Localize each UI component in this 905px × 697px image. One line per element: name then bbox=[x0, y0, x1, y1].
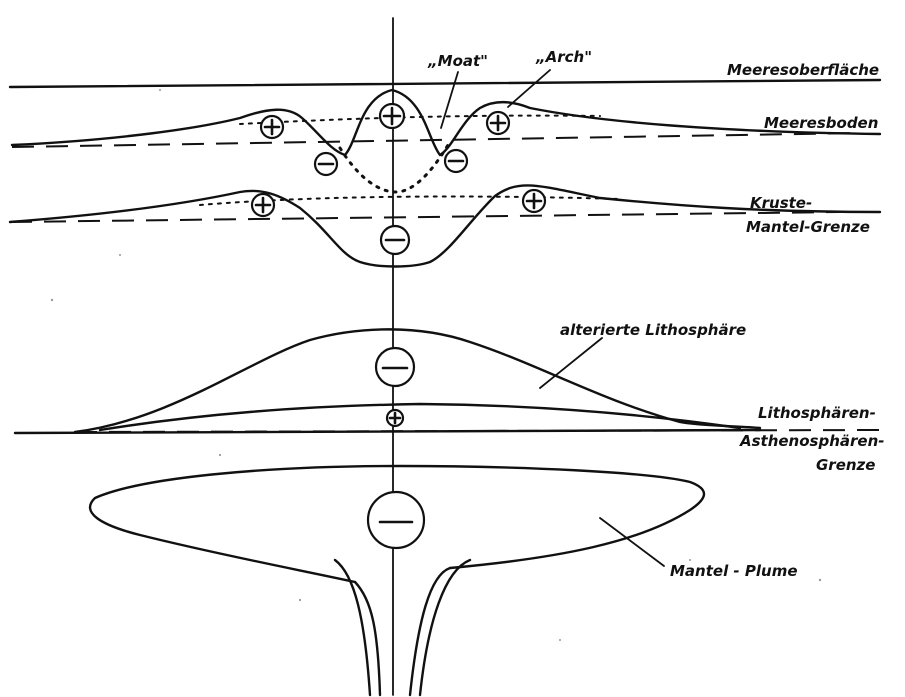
plus-symbol-arch-right bbox=[485, 110, 511, 136]
minus-symbol-moat-left bbox=[313, 151, 339, 177]
sea-floor-label: Meeresboden bbox=[764, 114, 878, 132]
plus-symbol-arch-left bbox=[259, 114, 285, 140]
sea-floor-line bbox=[10, 88, 882, 157]
crust-mantle-label-1: Kruste- bbox=[750, 194, 812, 212]
minus-symbol-lithosphere bbox=[374, 346, 416, 388]
lith-asth-label-3: Grenze bbox=[816, 456, 875, 474]
minus-symbol-plume bbox=[366, 490, 426, 550]
altered-lithosphere-label: alterierte Lithosphäre bbox=[560, 321, 746, 339]
crust-mantle-label-2: Mantel-Grenze bbox=[746, 218, 870, 236]
moat-leader bbox=[440, 71, 459, 129]
plume-stem-right-inner bbox=[408, 566, 452, 697]
sea-floor-dotted bbox=[239, 114, 601, 125]
mantle-plume-outline bbox=[88, 464, 706, 584]
lith-asth-label-2: Asthenosphären- bbox=[739, 432, 885, 450]
moat-label: „Moat" bbox=[427, 52, 488, 70]
altered-lithosphere-leader bbox=[539, 337, 603, 389]
altered-lithosphere-outline bbox=[73, 328, 762, 434]
minus-symbol-crust bbox=[379, 224, 411, 256]
lithosphere-inner-line bbox=[98, 402, 742, 432]
plus-symbol-load bbox=[378, 102, 406, 130]
sea-surface-label: Meeresoberfläche bbox=[727, 61, 879, 79]
arch-leader bbox=[507, 69, 551, 108]
plume-stem-left-inner bbox=[333, 558, 372, 697]
plus-symbol-crust-left bbox=[250, 192, 276, 218]
sea-surface-line bbox=[8, 78, 882, 89]
crust-mantle-line bbox=[8, 184, 882, 268]
plume-stem-right-outer bbox=[418, 558, 472, 697]
moat-curve bbox=[338, 143, 450, 194]
plus-symbol-lithosphere bbox=[385, 408, 405, 428]
mantle-plume-leader bbox=[599, 517, 665, 567]
sea-floor-dashed bbox=[11, 132, 861, 148]
crust-mantle-dotted bbox=[199, 195, 621, 206]
mantle-plume-label: Mantel - Plume bbox=[670, 562, 798, 580]
plus-symbol-crust-right bbox=[521, 188, 547, 214]
plume-stem-left-outer bbox=[353, 580, 382, 697]
lith-asth-label-1: Lithosphären- bbox=[758, 404, 876, 422]
arch-label: „Arch" bbox=[535, 48, 592, 66]
minus-symbol-moat-right bbox=[443, 148, 469, 174]
scan-texture bbox=[50, 89, 822, 641]
crust-mantle-dashed bbox=[9, 211, 841, 223]
